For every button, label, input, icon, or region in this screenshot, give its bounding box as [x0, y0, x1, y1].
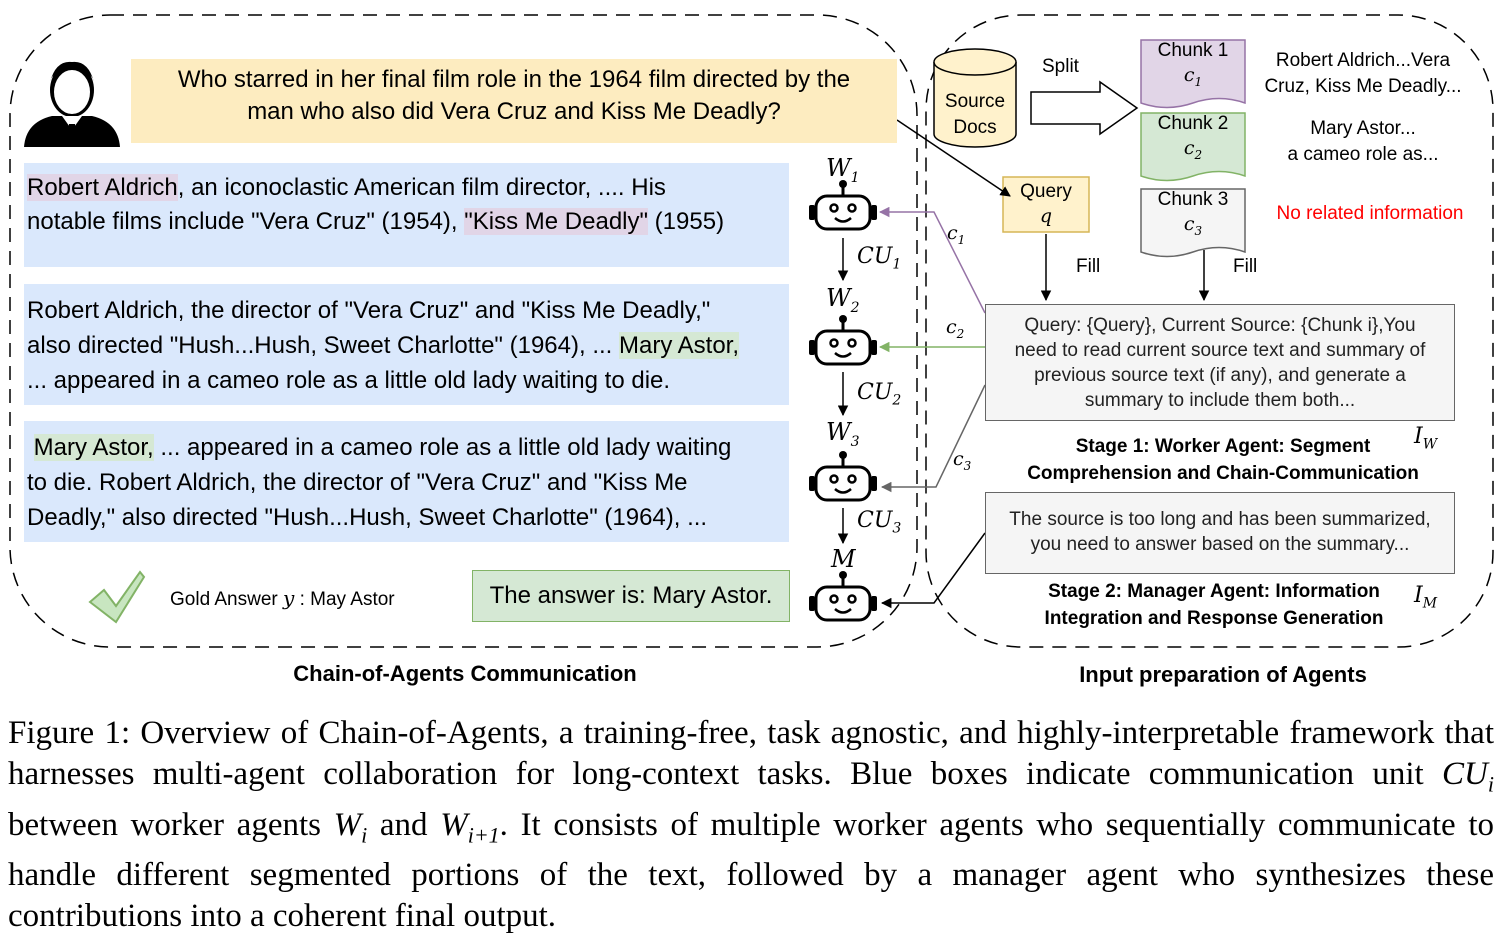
- source-docs-label: Source Docs: [944, 91, 1006, 138]
- label-cu3: CU3: [857, 508, 902, 537]
- cu-box-3: Mary Astor, ... appeared in a cameo role…: [24, 421, 789, 542]
- chunk-3-shape: [1140, 188, 1246, 258]
- chunk-3-label: Chunk 3 c3: [1157, 189, 1229, 238]
- cu3-highlight: Mary Astor,: [33, 434, 154, 461]
- manager-agent-icon: [807, 569, 879, 622]
- cu1-highlight-2: "Kiss Me Deadly": [464, 208, 649, 235]
- chunk-2-shape: [1140, 112, 1246, 182]
- worker-instruction-box: Query: {Query}, Current Source: {Chunk i…: [985, 304, 1455, 421]
- user-icon: [24, 61, 120, 147]
- query-box: [1002, 176, 1090, 233]
- cu2-line-1: Robert Aldrich, the director of "Vera Cr…: [27, 297, 711, 324]
- fill-label-chunk: Fill: [1233, 256, 1258, 277]
- cu2-highlight: Mary Astor,: [618, 332, 740, 359]
- query-label: Query q: [1020, 181, 1072, 227]
- question-to-query-arrow: [896, 119, 1011, 197]
- chunk-1-description: Robert Aldrich...Vera Cruz, Kiss Me Dead…: [1264, 50, 1462, 97]
- question-box: Who starred in her final film role in th…: [131, 59, 897, 143]
- left-panel-title: Chain-of-Agents Communication: [293, 661, 637, 686]
- label-cu2: CU2: [857, 380, 902, 409]
- stage-2-label: Stage 2: Manager Agent: Information Inte…: [1044, 581, 1384, 629]
- cu2-line-2: also directed "Hush...Hush, Sweet Charlo…: [27, 328, 786, 363]
- edge-label-c1: c1: [947, 222, 966, 247]
- cu1-line-1: Robert Aldrich, an iconoclastic American…: [27, 171, 786, 205]
- worker-agent-2-icon: [807, 313, 879, 366]
- left-region: [9, 14, 918, 648]
- right-panel-title: Input preparation of Agents: [1079, 662, 1367, 687]
- chunk-2-label: Chunk 2 c2: [1157, 113, 1229, 162]
- cu1-text-1: , an iconoclastic American film director…: [177, 174, 666, 201]
- edge-label-c2: c2: [946, 316, 965, 341]
- question-line-1: Who starred in her final film role in th…: [177, 66, 851, 93]
- cu-box-2: Robert Aldrich, the director of "Vera Cr…: [24, 284, 789, 405]
- label-w3: W3: [826, 418, 860, 450]
- manager-connector: [880, 532, 986, 609]
- gold-answer: Gold Answer y : May Astor: [170, 586, 395, 610]
- c1-connector: [878, 206, 986, 314]
- final-answer-box: The answer is: Mary Astor.: [472, 570, 790, 622]
- fill-label-query: Fill: [1076, 256, 1101, 277]
- cu3-text-1: ... appeared in a cameo role as a little…: [153, 434, 732, 461]
- label-cu1: CU1: [857, 244, 902, 273]
- source-docs-cylinder: [933, 48, 1017, 148]
- worker-agent-3-icon: [807, 449, 879, 502]
- right-region: [925, 14, 1494, 648]
- split-label: Split: [1042, 56, 1079, 77]
- label-m: M: [831, 545, 856, 573]
- label-w2: W2: [826, 284, 860, 316]
- figure-caption: Figure 1: Overview of Chain-of-Agents, a…: [8, 715, 1494, 935]
- cu1-highlight-1: Robert Aldrich: [27, 174, 178, 201]
- cu3-line-2: to die. Robert Aldrich, the director of …: [27, 469, 688, 496]
- instruction-iw: IW: [1414, 424, 1438, 453]
- stage-1-label: Stage 1: Worker Agent: Segment Comprehen…: [1027, 436, 1419, 484]
- cu2-text-2: also directed "Hush...Hush, Sweet Charlo…: [27, 332, 619, 359]
- manager-instruction-box: The source is too long and has been summ…: [985, 492, 1455, 574]
- chunk-3-description: No related information: [1276, 203, 1464, 224]
- c3-connector: [880, 384, 986, 493]
- instruction-im: IM: [1414, 583, 1438, 612]
- cu1-text-3: (1955): [648, 208, 725, 235]
- worker-agent-1-icon: [807, 178, 879, 231]
- chunk-1-shape: [1140, 39, 1246, 109]
- cu3-line-3: Deadly," also directed "Hush...Hush, Swe…: [27, 504, 708, 531]
- cu1-line-2: notable films include "Vera Cruz" (1954)…: [27, 205, 786, 239]
- edge-label-c3: c3: [953, 448, 972, 473]
- cu-box-1: Robert Aldrich, an iconoclastic American…: [24, 163, 789, 267]
- cu2-line-3: ... appeared in a cameo role as a little…: [27, 367, 671, 394]
- chunk-1-label: Chunk 1 c1: [1157, 40, 1229, 89]
- split-arrow: [1030, 80, 1139, 136]
- cu1-text-2: notable films include "Vera Cruz" (1954)…: [27, 208, 465, 235]
- cu3-line-1: Mary Astor, ... appeared in a cameo role…: [27, 430, 786, 465]
- question-line-2: man who also did Vera Cruz and Kiss Me D…: [247, 98, 781, 125]
- chunk-2-description: Mary Astor... a cameo role as...: [1287, 118, 1439, 165]
- checkmark-icon: [88, 570, 146, 624]
- label-w1: W1: [826, 154, 860, 186]
